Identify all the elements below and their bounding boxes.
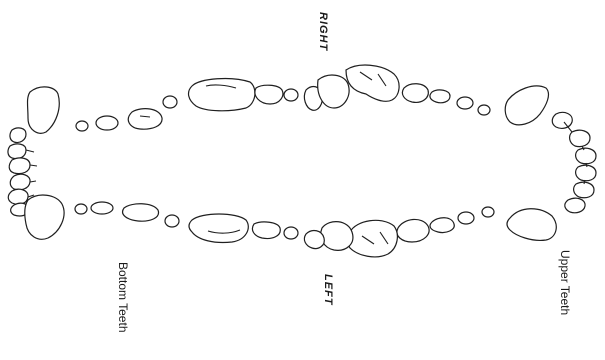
tooth-bottom-premolar: [284, 227, 298, 239]
tooth-upper-incisor: [576, 148, 596, 164]
tooth-bottom-premolar: [123, 204, 159, 221]
tooth-bottom-premolar: [165, 215, 179, 227]
tooth-bottom-molar: [255, 85, 283, 104]
tooth-bottom-molar: [252, 222, 280, 239]
tooth-upper-incisor: [576, 165, 596, 181]
tooth-bottom-incisor: [10, 174, 30, 190]
tooth-upper-premolar: [457, 97, 473, 109]
tooth-upper-molar: [304, 231, 324, 249]
label-upper-teeth: Upper Teeth: [558, 250, 572, 315]
tooth-bottom-incisor: [8, 189, 28, 204]
tooth-bottom-premolar: [284, 89, 298, 101]
upper-arch: [304, 65, 596, 257]
tooth-upper-incisor: [565, 198, 585, 213]
label-right: RIGHT: [317, 12, 329, 51]
label-left: LEFT: [322, 274, 334, 306]
tooth-upper-incisor: [574, 182, 594, 198]
tooth-bottom-molar: [189, 214, 248, 243]
tooth-upper-premolar: [458, 212, 474, 224]
tooth-bottom-premolar: [128, 109, 162, 130]
tooth-bottom-canine-top: [28, 87, 60, 133]
bottom-arch: [8, 79, 298, 243]
label-bottom-teeth: Bottom Teeth: [116, 262, 130, 333]
tooth-bottom-premolar: [91, 202, 113, 214]
tooth-bottom-canine-bottom: [25, 195, 64, 239]
tooth-upper-canine-bottom: [507, 209, 556, 241]
tooth-bottom-incisor: [10, 128, 26, 143]
tooth-upper-molar-large: [347, 220, 397, 257]
tooth-upper-premolar: [430, 90, 450, 103]
tooth-upper-molar: [321, 222, 353, 251]
tooth-upper-incisor: [552, 112, 572, 128]
tooth-upper-molar-large: [346, 65, 399, 101]
tooth-upper-premolar: [478, 105, 490, 115]
tooth-bottom-premolar: [75, 204, 87, 214]
tooth-bottom-incisor: [8, 144, 26, 159]
upper-incisors: [552, 112, 596, 212]
tooth-upper-incisor: [570, 130, 590, 146]
tooth-upper-molar: [318, 75, 349, 108]
tooth-upper-premolar: [430, 218, 454, 233]
tooth-bottom-premolar: [96, 116, 118, 130]
tooth-bottom-incisor: [9, 158, 30, 174]
tooth-upper-premolar: [402, 84, 428, 103]
tooth-upper-canine-top: [505, 86, 548, 125]
tooth-bottom-molar: [189, 79, 255, 111]
tooth-upper-premolar: [397, 219, 429, 242]
tooth-upper-premolar: [482, 207, 494, 217]
tooth-bottom-premolar: [163, 96, 177, 108]
tooth-bottom-premolar: [76, 121, 88, 131]
